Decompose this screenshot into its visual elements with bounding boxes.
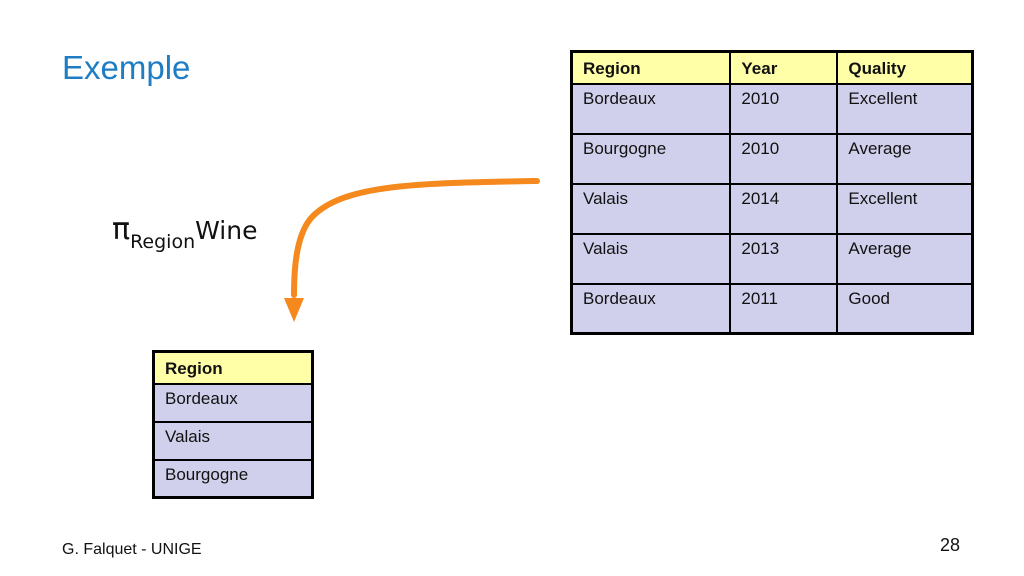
- table-cell: Average: [836, 132, 974, 185]
- arrow-curve: [291, 178, 540, 298]
- table-header-row: Region: [152, 350, 314, 385]
- table-row: Bordeaux: [152, 382, 314, 423]
- projection-formula: πRegionWine: [112, 210, 257, 254]
- column-header-region: Region: [570, 50, 732, 85]
- table-cell: 2013: [729, 232, 839, 285]
- table-cell: 2010: [729, 82, 839, 135]
- table-row: Bordeaux 2011 Good: [570, 282, 974, 335]
- wine-table: Region Year Quality Bordeaux 2010 Excell…: [570, 50, 974, 335]
- page-number: 28: [940, 535, 961, 555]
- table-cell: Bourgogne: [570, 132, 732, 185]
- table-row: Bourgogne 2010 Average: [570, 132, 974, 185]
- table-cell: Valais: [152, 420, 314, 461]
- table-row: Valais: [152, 420, 314, 461]
- column-header-year: Year: [729, 50, 839, 85]
- footer-author: G. Falquet - UNIGE: [62, 541, 202, 558]
- table-cell: Bourgogne: [152, 458, 314, 499]
- column-header-quality: Quality: [836, 50, 974, 85]
- table-cell: Bordeaux: [570, 82, 732, 135]
- projection-attribute: Region: [130, 231, 196, 253]
- table-cell: Bordeaux: [570, 282, 732, 335]
- arrow-head: [284, 298, 304, 322]
- table-cell: Good: [836, 282, 974, 335]
- table-row: Bordeaux 2010 Excellent: [570, 82, 974, 135]
- table-cell: Valais: [570, 182, 732, 235]
- result-table: Region Bordeaux Valais Bourgogne: [152, 350, 314, 499]
- table-cell: Valais: [570, 232, 732, 285]
- table-cell: Excellent: [836, 182, 974, 235]
- table-cell: 2011: [729, 282, 839, 335]
- projection-operator: π: [112, 212, 131, 247]
- table-cell: 2014: [729, 182, 839, 235]
- table-row: Valais 2013 Average: [570, 232, 974, 285]
- table-cell: Excellent: [836, 82, 974, 135]
- table-cell: Average: [836, 232, 974, 285]
- table-row: Bourgogne: [152, 458, 314, 499]
- slide-title: Exemple: [62, 49, 191, 86]
- column-header-region: Region: [152, 350, 314, 385]
- table-cell: Bordeaux: [152, 382, 314, 423]
- table-cell: 2010: [729, 132, 839, 185]
- table-row: Valais 2014 Excellent: [570, 182, 974, 235]
- table-header-row: Region Year Quality: [570, 50, 974, 85]
- relation-name: Wine: [195, 216, 258, 245]
